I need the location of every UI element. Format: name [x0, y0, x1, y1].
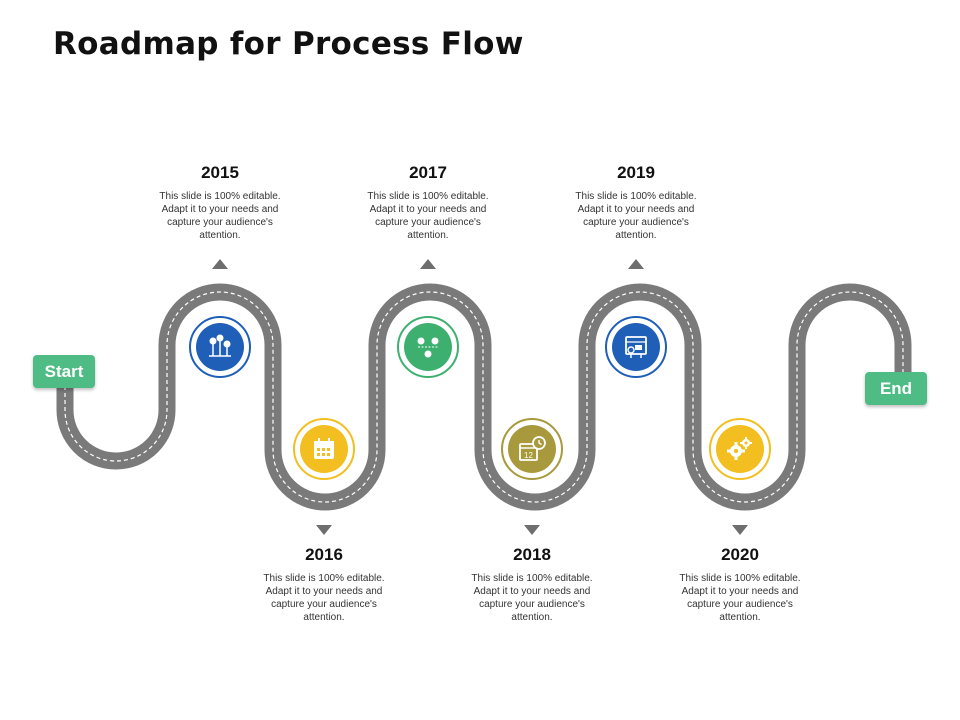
milestone-2015: 2015 This slide is 100% editable. Adapt … [145, 163, 295, 242]
up-arrow-icon [420, 259, 436, 269]
gears-icon [727, 437, 752, 460]
milestone-2018: 2018 This slide is 100% editable. Adapt … [457, 545, 607, 624]
calendar-icon [314, 438, 334, 459]
milestone-year: 2017 [409, 163, 447, 182]
milestone-icon-2020 [709, 418, 771, 480]
milestone-2019: 2019 This slide is 100% editable. Adapt … [561, 163, 711, 242]
milestone-year: 2015 [201, 163, 239, 182]
milestone-description: This slide is 100% editable. Adapt it to… [367, 191, 489, 241]
down-arrow-icon [524, 525, 540, 535]
milestone-description: This slide is 100% editable. Adapt it to… [263, 573, 385, 623]
milestone-icon-2019 [605, 316, 667, 378]
calendar-clock-icon: 12 [519, 436, 546, 461]
milestone-year: 2018 [513, 545, 551, 564]
location-pins-icon [209, 334, 231, 357]
milestone-icon-2018: 12 [501, 418, 563, 480]
end-badge: End [865, 372, 927, 405]
milestone-2017: 2017 This slide is 100% editable. Adapt … [353, 163, 503, 242]
milestone-icon-2015 [189, 316, 251, 378]
down-arrow-icon [316, 525, 332, 535]
milestone-icon-2016 [293, 418, 355, 480]
milestone-description: This slide is 100% editable. Adapt it to… [471, 573, 593, 623]
route-map-icon [417, 337, 439, 358]
planning-board-icon [625, 336, 647, 358]
up-arrow-icon [212, 259, 228, 269]
milestone-year: 2016 [305, 545, 343, 564]
start-badge: Start [33, 355, 95, 388]
up-arrow-icon [628, 259, 644, 269]
page-title: Roadmap for Process Flow [53, 26, 524, 62]
down-arrow-icon [732, 525, 748, 535]
milestone-description: This slide is 100% editable. Adapt it to… [679, 573, 801, 623]
calendar-day: 12 [524, 451, 533, 460]
milestone-description: This slide is 100% editable. Adapt it to… [159, 191, 281, 241]
milestone-description: This slide is 100% editable. Adapt it to… [575, 191, 697, 241]
milestone-2020: 2020 This slide is 100% editable. Adapt … [665, 545, 815, 624]
milestone-year: 2019 [617, 163, 655, 182]
milestone-year: 2020 [721, 545, 759, 564]
milestone-icon-2017 [397, 316, 459, 378]
milestone-2016: 2016 This slide is 100% editable. Adapt … [249, 545, 399, 624]
